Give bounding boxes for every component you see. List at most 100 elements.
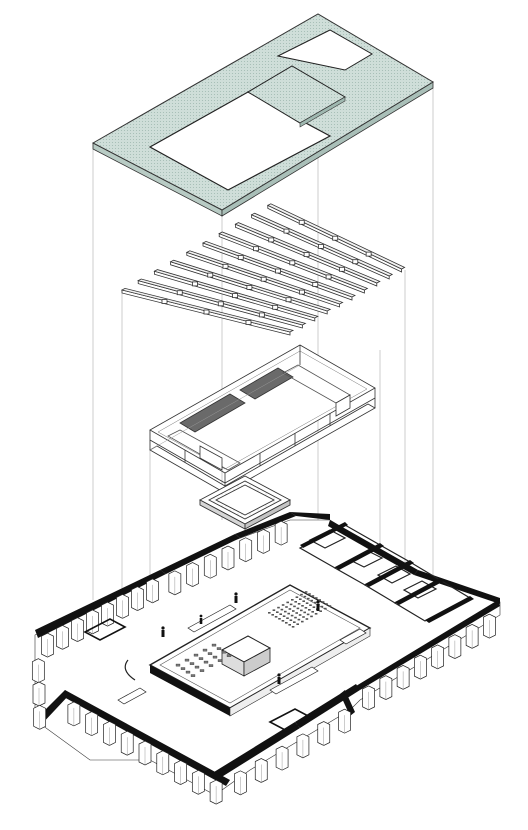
seat (307, 597, 310, 600)
seat (309, 604, 312, 606)
outer-walls (35, 512, 500, 786)
beam-connector (176, 290, 183, 296)
seat (281, 620, 285, 622)
table (226, 654, 232, 657)
seat (301, 620, 304, 623)
table (211, 643, 217, 647)
table (190, 674, 196, 677)
seat (305, 602, 309, 604)
seat (280, 608, 284, 611)
beam-connector (317, 243, 324, 249)
seat (293, 621, 296, 623)
table (199, 669, 205, 672)
table (202, 648, 208, 652)
seat (297, 618, 301, 621)
beam-connector (325, 274, 332, 280)
seat (285, 622, 288, 624)
seat (305, 618, 309, 620)
seat (310, 599, 313, 602)
table (216, 647, 222, 650)
seat (285, 606, 288, 608)
seat (308, 593, 311, 595)
seat (291, 626, 295, 628)
seat (304, 591, 308, 593)
seat (303, 611, 306, 614)
seat (301, 605, 304, 607)
seat (294, 616, 297, 619)
seat (284, 610, 287, 613)
beam-connector (253, 246, 259, 252)
seat (272, 609, 276, 611)
seat (302, 616, 305, 618)
table (175, 663, 181, 667)
seat (282, 615, 286, 617)
service-room-walls (300, 522, 474, 623)
beam-connector (260, 276, 267, 282)
beam-connector (298, 289, 305, 295)
beam-connector (365, 251, 372, 257)
skylight-frame (199, 475, 291, 530)
beam-connector (298, 219, 305, 225)
seat (302, 600, 305, 602)
auditorium-seating (268, 591, 332, 628)
corridor-benches (117, 604, 367, 705)
seat (286, 601, 289, 604)
people-figures (161, 592, 320, 684)
beam-connector (272, 304, 279, 310)
seat (312, 606, 316, 608)
seat (311, 611, 314, 613)
glazing-band (179, 393, 246, 433)
beam-connector (352, 259, 359, 265)
seat (271, 614, 274, 616)
seat (308, 609, 311, 611)
table (189, 662, 195, 665)
beam-connector (285, 297, 292, 303)
beam-connector (222, 263, 229, 269)
beam-connector (161, 299, 168, 304)
beam-connector (258, 312, 265, 318)
seat (311, 595, 315, 597)
seat (314, 613, 318, 615)
seat (279, 613, 282, 615)
table (180, 667, 186, 670)
seat (281, 604, 285, 606)
seat (277, 606, 280, 609)
beam-connector (232, 293, 239, 299)
seat (290, 614, 294, 617)
seat (291, 599, 294, 601)
seat (325, 603, 328, 605)
table (221, 650, 227, 654)
seat (310, 615, 313, 618)
beam-connector (312, 282, 319, 287)
beam-connector (303, 252, 310, 258)
seat (289, 603, 293, 606)
seat (278, 618, 281, 620)
beam-connector (275, 268, 281, 274)
table (208, 664, 214, 667)
beam-connector (237, 255, 244, 260)
table (185, 670, 191, 674)
seat (287, 612, 290, 615)
beam-connector (246, 284, 253, 290)
seat (268, 612, 271, 614)
seat (315, 597, 318, 599)
central-hall (148, 584, 372, 717)
table (217, 659, 223, 662)
beam-connector (192, 281, 198, 287)
table (193, 653, 199, 657)
curved-bench (124, 659, 136, 681)
table (207, 652, 213, 655)
seat (294, 601, 297, 603)
seat (318, 599, 321, 601)
cafe-tables (175, 643, 232, 677)
seat (292, 610, 295, 612)
beam-connector (245, 320, 252, 325)
seat (304, 607, 308, 609)
roof-slab (91, 13, 434, 217)
seat (289, 619, 293, 621)
seat (286, 617, 289, 619)
seat (288, 608, 292, 610)
seat (293, 605, 296, 608)
seat (328, 605, 332, 607)
